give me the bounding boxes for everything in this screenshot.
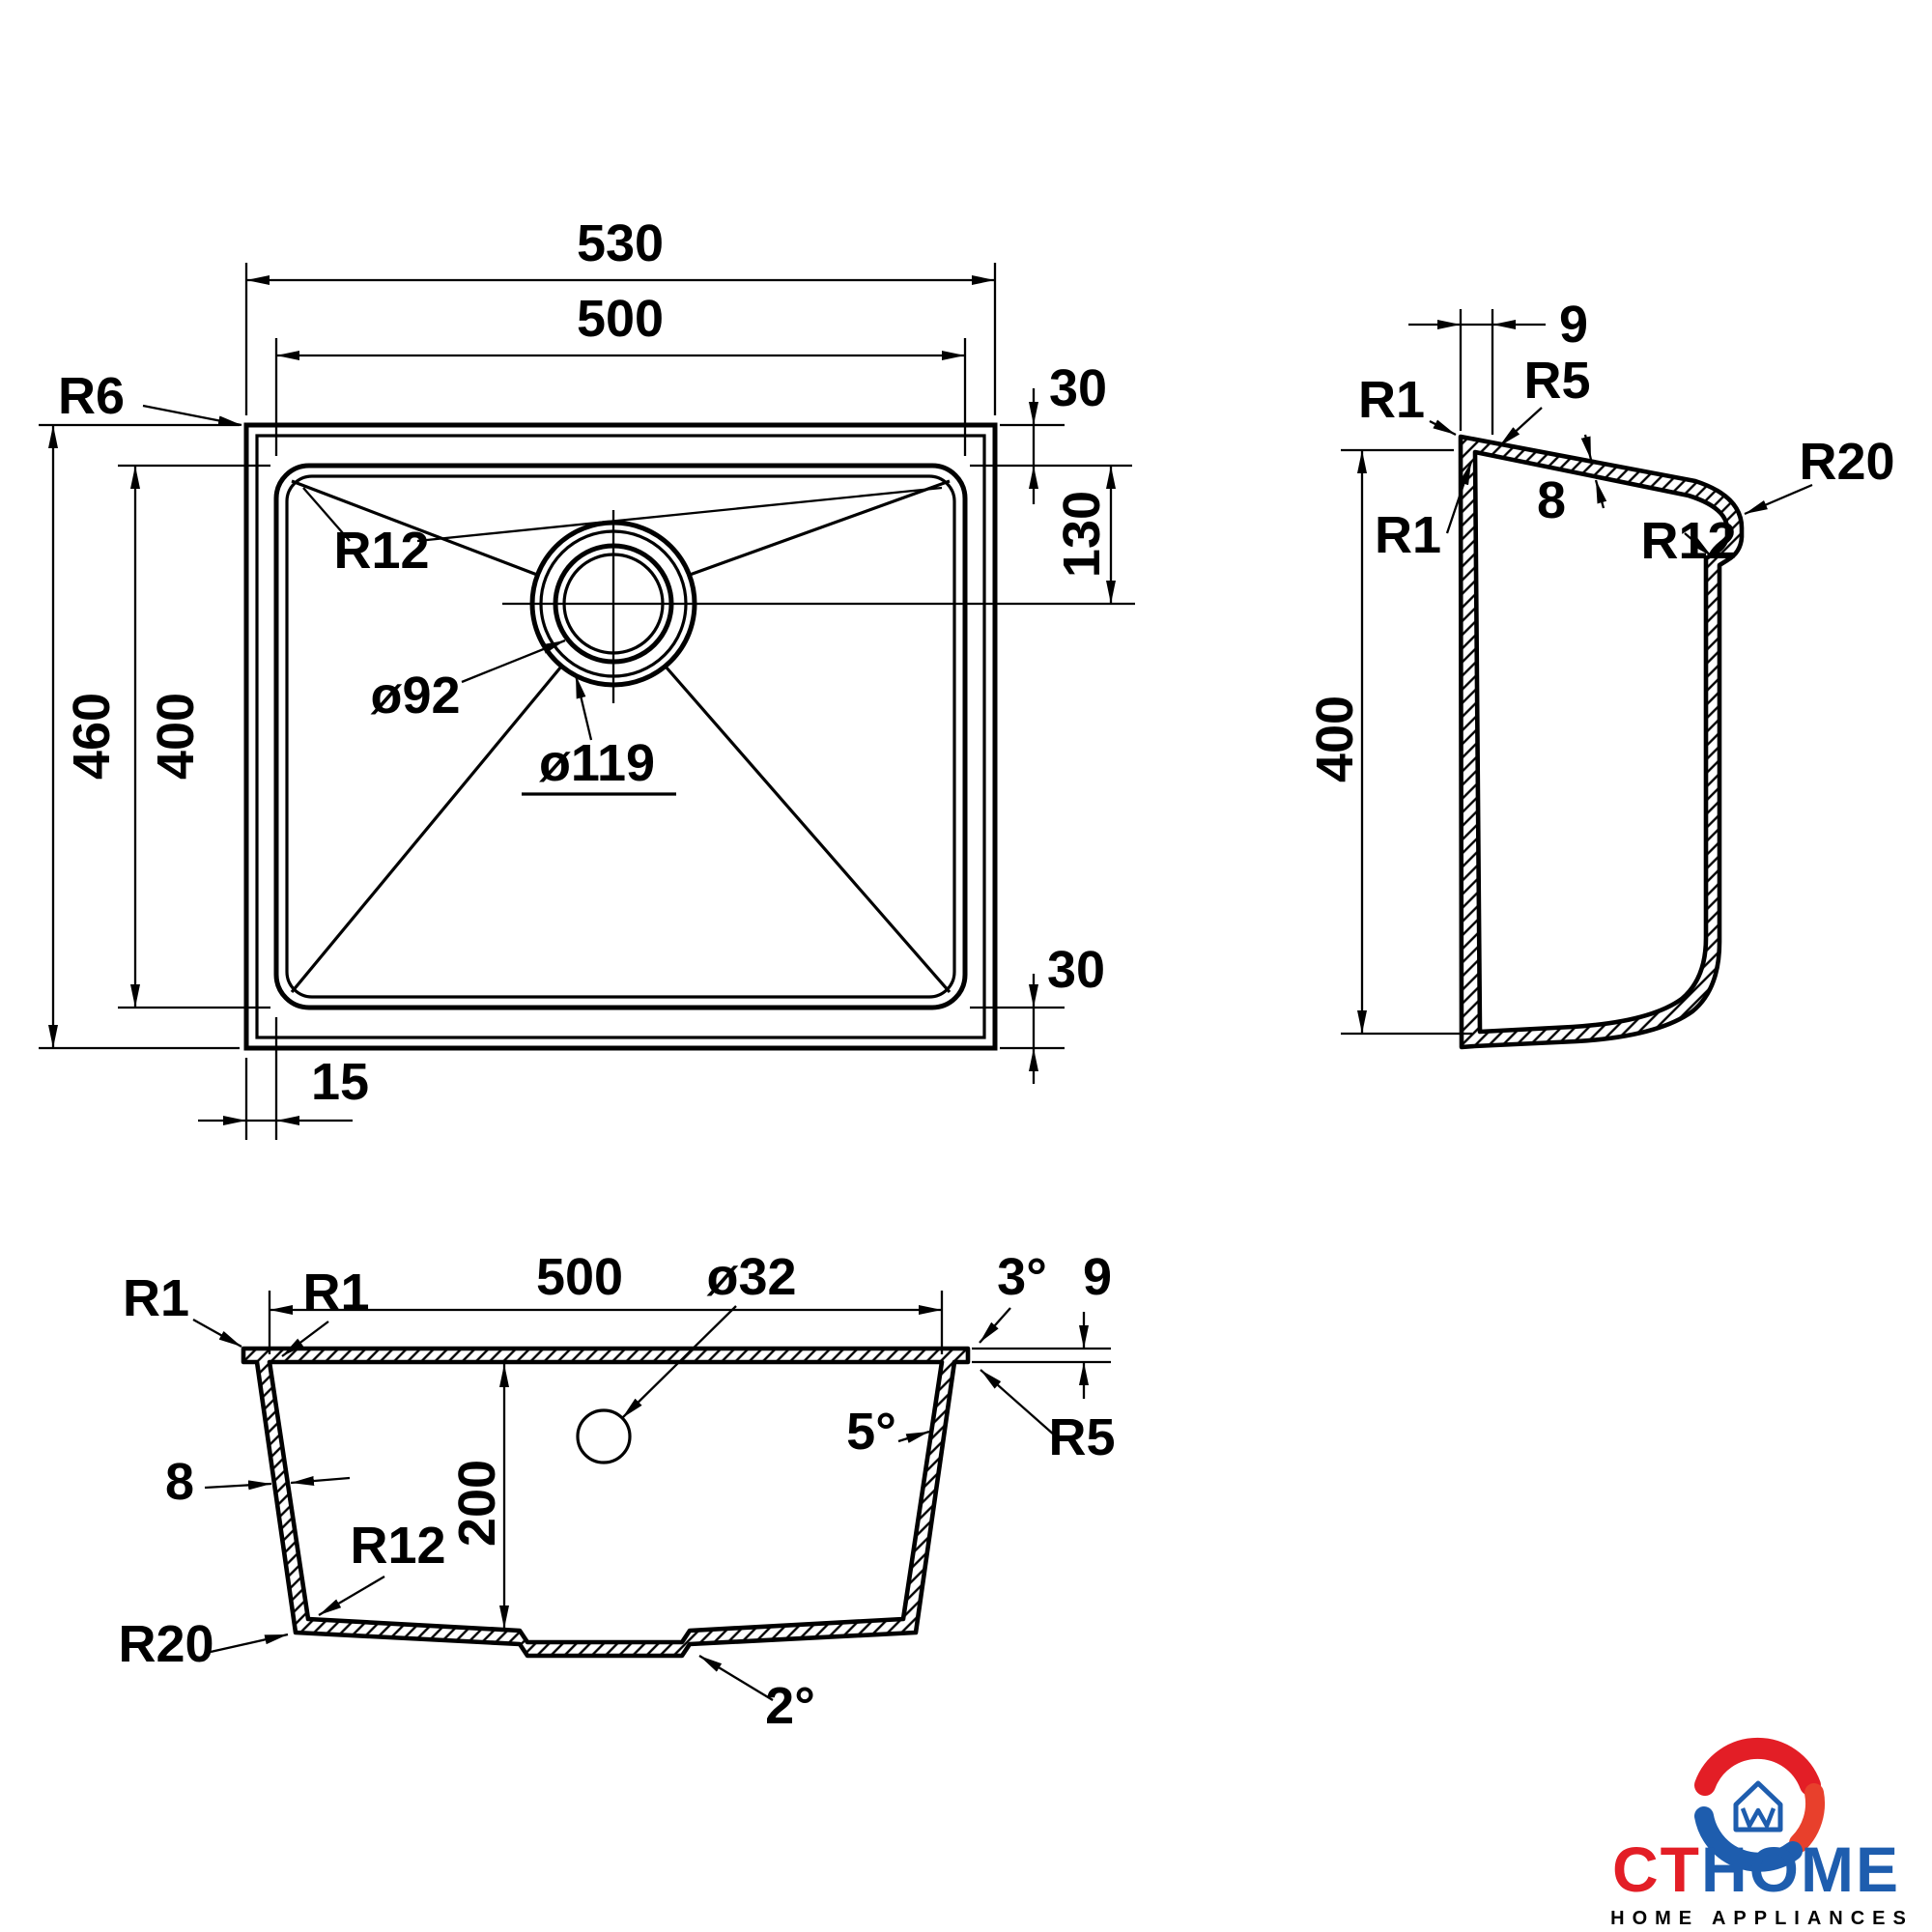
brand-name: CTHOME	[1612, 1833, 1900, 1905]
front-view: R1 R1 500 ø32 3° 9 5° R5	[118, 1248, 1115, 1735]
front-wall-angle-label: 5°	[846, 1403, 896, 1461]
brand-name-home: HOME	[1701, 1833, 1900, 1905]
front-thickness-label: 8	[165, 1453, 194, 1511]
front-depth-label: 200	[448, 1460, 506, 1547]
side-view: 9 R1 R5 R20 8 R1 R12 400	[1306, 296, 1895, 1050]
side-r5-label: R5	[1523, 352, 1590, 410]
front-section-cavity	[267, 1359, 945, 1645]
side-section-cavity	[1472, 449, 1730, 1035]
side-view-dimensions: 9 R1 R5 R20 8 R1 R12 400	[1306, 296, 1895, 1036]
sink-outer-edge-inner-line	[255, 434, 986, 1039]
front-drain-hole	[576, 1408, 632, 1464]
side-rim-width-label: 9	[1559, 296, 1588, 354]
plan-r6-label: R6	[58, 367, 125, 425]
bowl-opening-inner	[285, 474, 956, 999]
front-r5-label: R5	[1048, 1408, 1115, 1466]
bowl-slope-line	[291, 479, 538, 577]
front-drain-dia-label: ø32	[706, 1248, 796, 1306]
plan-width-outer-label: 530	[577, 214, 664, 272]
logo-w-mark	[1740, 1807, 1776, 1829]
side-r20-label: R20	[1799, 433, 1894, 491]
plan-width-inner-label: 500	[577, 290, 664, 348]
plan-rim-bottom-label: 30	[1047, 941, 1105, 999]
plan-view-dimensions: 530 500 R6 30 130 R12 ø92	[39, 214, 1132, 1140]
plan-drain-offset-label: 130	[1053, 491, 1111, 578]
side-r12-label: R12	[1640, 512, 1736, 570]
plan-depth-inner-label: 400	[147, 693, 205, 780]
brand-logo-icon	[1694, 1737, 1826, 1872]
front-bottom-angle-label: 2°	[765, 1677, 815, 1735]
side-thickness-label: 8	[1537, 471, 1566, 529]
side-r1-top-label: R1	[1358, 371, 1425, 429]
plan-view: 530 500 R6 30 130 R12 ø92	[39, 214, 1135, 1140]
front-view-dimensions: R1 R1 500 ø32 3° 9 5° R5	[118, 1248, 1115, 1735]
plan-rim-top-label: 30	[1049, 359, 1107, 417]
front-width-inner-label: 500	[536, 1248, 623, 1306]
plan-r12-label: R12	[333, 522, 429, 580]
logo-swoosh-orange	[1789, 1783, 1826, 1853]
sink-outer-edge	[243, 422, 998, 1051]
side-r1-inner-label: R1	[1375, 506, 1441, 564]
logo-swoosh-red	[1694, 1737, 1821, 1796]
logo-swoosh-blue	[1694, 1806, 1803, 1872]
brand-logo: CTHOME HOME APPLIANCES	[1610, 1737, 1914, 1929]
plan-rim-side-label: 15	[311, 1053, 369, 1111]
bowl-slope-line	[664, 665, 952, 994]
front-r1-outer-label: R1	[123, 1269, 189, 1327]
bowl-opening-outer	[273, 463, 968, 1010]
front-rim-angle-label: 3°	[997, 1248, 1047, 1306]
front-r12-label: R12	[350, 1517, 445, 1575]
front-view-geometry	[241, 1346, 971, 1659]
plan-drain-inner-dia-label: ø92	[370, 667, 460, 724]
side-view-geometry	[1458, 434, 1745, 1050]
plan-view-geometry	[243, 422, 1135, 1051]
front-r1-inner-label: R1	[302, 1264, 369, 1321]
plan-depth-outer-label: 460	[63, 693, 121, 780]
bowl-slope-line	[290, 665, 563, 994]
front-r20-label: R20	[118, 1615, 213, 1673]
plan-drain-outer-dia-label: ø119	[539, 734, 655, 792]
brand-name-ct: CT	[1612, 1833, 1701, 1905]
side-depth-label: 400	[1306, 696, 1364, 782]
front-rim-width-label: 9	[1083, 1248, 1112, 1306]
brand-tagline: HOME APPLIANCES	[1610, 1908, 1914, 1929]
bowl-slope-line	[689, 479, 951, 577]
